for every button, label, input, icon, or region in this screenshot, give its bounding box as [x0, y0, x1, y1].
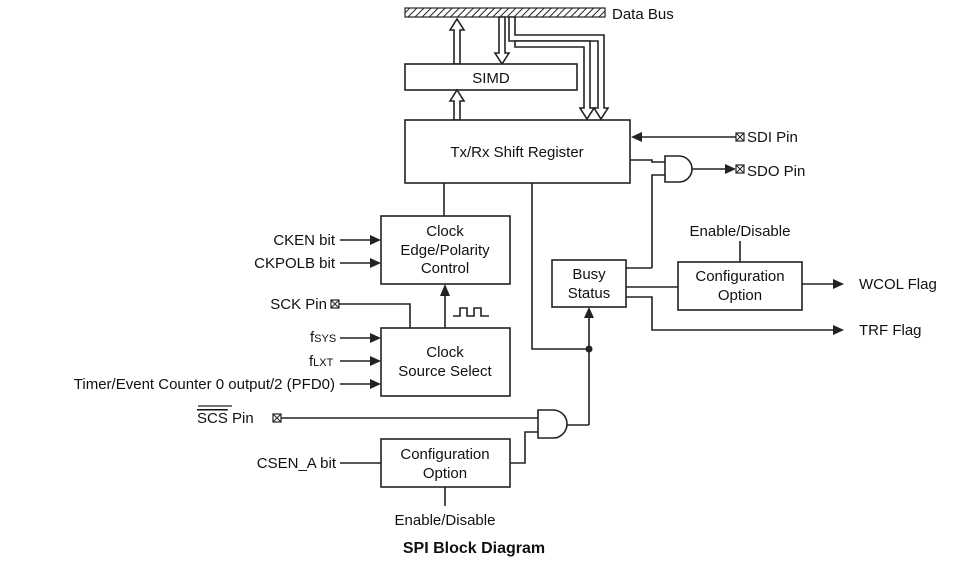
- enable-disable-top-label: Enable/Disable: [690, 223, 791, 240]
- clock-source-line2: Source Select: [398, 363, 492, 380]
- config-option-right-line1: Configuration: [695, 268, 784, 285]
- diagram-title: SPI Block Diagram: [403, 540, 545, 557]
- scs-and-gate: [537, 409, 568, 439]
- config-option-right-line2: Option: [718, 287, 762, 304]
- clock-source-line1: Clock: [426, 344, 464, 361]
- cken-arrowhead: [370, 235, 381, 245]
- sdo-arrowhead: [725, 164, 736, 174]
- sdi-pin-terminal: [735, 132, 745, 142]
- sdi-pin-label: SDI Pin: [747, 129, 798, 146]
- bus-to-shift-register-arrow: [508, 16, 610, 121]
- shift-register-block: [404, 119, 631, 184]
- flxt-label: fLXT: [309, 353, 334, 370]
- bus-to-simd-arrow: [493, 16, 511, 66]
- simd-to-bus-arrow: [448, 17, 466, 65]
- trf-flag-label: TRF Flag: [859, 322, 922, 339]
- timer-input-label: Timer/Event Counter 0 output/2 (PFD0): [74, 376, 335, 393]
- fsys-label: fSYS: [310, 329, 336, 346]
- csen-bit-label: CSEN_A bit: [257, 455, 337, 472]
- simd-block: [404, 63, 578, 91]
- clock-edge-line1: Clock: [426, 223, 464, 240]
- enable-disable-bottom-label: Enable/Disable: [395, 512, 496, 529]
- clock-edge-block: [380, 215, 511, 285]
- wcol-flag-label: WCOL Flag: [859, 276, 937, 293]
- config-option-bottom-block: [380, 438, 511, 488]
- clock-edge-line2: Edge/Polarity: [400, 242, 490, 259]
- fsys-arrowhead: [370, 333, 381, 343]
- data-bus-label: Data Bus: [612, 6, 674, 23]
- config-option-bottom-line2: Option: [423, 465, 467, 482]
- scs-pin-terminal: [272, 413, 282, 423]
- flxt-arrowhead: [370, 356, 381, 366]
- busy-status-line1: Busy: [572, 266, 606, 283]
- scs-pin-label: SCS Pin: [197, 410, 254, 427]
- ckpolb-bit-label: CKPOLB bit: [254, 255, 336, 272]
- timer-arrowhead: [370, 379, 381, 389]
- sdo-pin-label: SDO Pin: [747, 163, 805, 180]
- config-option-right-block: [677, 261, 803, 311]
- wcol-arrowhead: [833, 279, 844, 289]
- clock-source-block: [380, 327, 511, 397]
- busy-status-line2: Status: [568, 285, 611, 302]
- cken-bit-label: CKEN bit: [273, 232, 336, 249]
- clock-waveform-icon: [453, 307, 489, 317]
- data-bus: [404, 7, 606, 18]
- busy-status-arrowhead: [584, 307, 594, 318]
- sdo-pin-terminal: [735, 164, 745, 174]
- sdo-and-gate: [664, 155, 693, 183]
- clock-source-to-edge-arrowhead: [440, 284, 450, 296]
- sdi-arrowhead: [631, 132, 642, 142]
- ckpolb-arrowhead: [370, 258, 381, 268]
- shift-register-to-simd-arrow: [448, 88, 466, 121]
- clock-edge-line3: Control: [421, 260, 469, 277]
- simd-label: SIMD: [472, 70, 510, 87]
- shift-register-label: Tx/Rx Shift Register: [450, 144, 583, 161]
- trf-arrowhead: [833, 325, 844, 335]
- sck-pin-terminal: [330, 299, 340, 309]
- busy-status-block: [551, 259, 627, 308]
- sck-pin-label: SCK Pin: [270, 296, 327, 313]
- config-option-bottom-line1: Configuration: [400, 446, 489, 463]
